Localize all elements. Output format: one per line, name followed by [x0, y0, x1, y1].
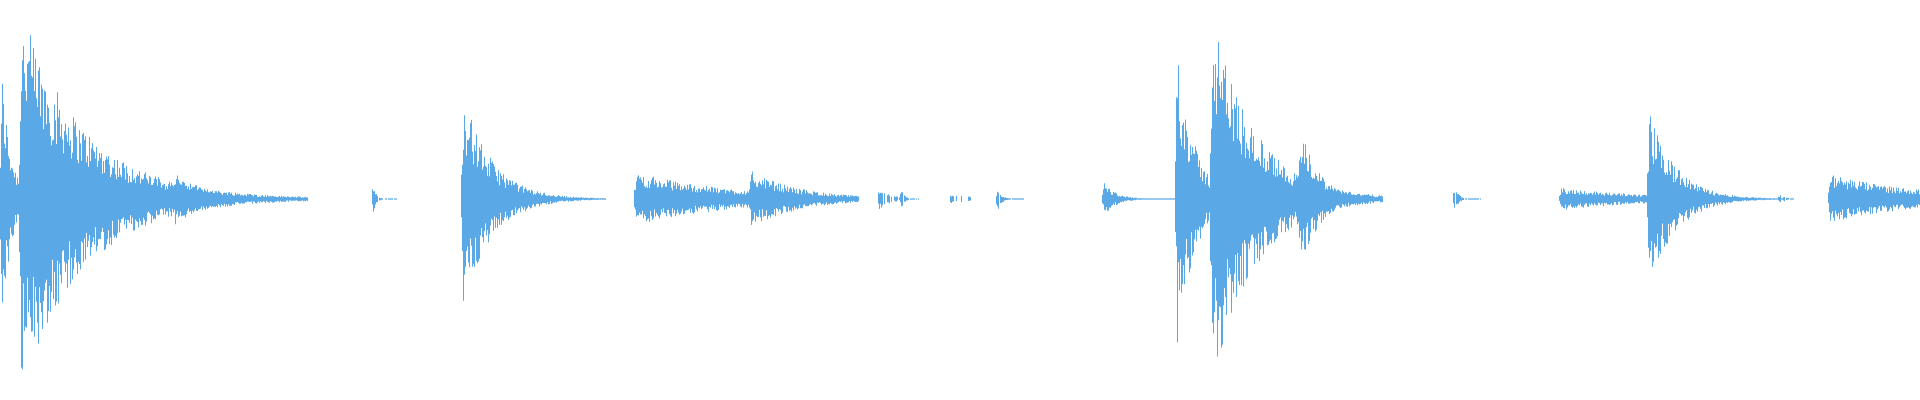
waveform-segment-10	[996, 191, 1024, 209]
waveform-segment-5	[634, 175, 754, 222]
waveform-segment-7	[878, 192, 902, 209]
waveform-segment-17	[1647, 116, 1783, 267]
waveform-segment-16	[1559, 188, 1648, 210]
waveform-segment-19	[1828, 175, 1920, 221]
waveform-segment-9	[950, 195, 971, 203]
waveform-segment-0	[0, 83, 20, 303]
waveform-segment-11	[1102, 183, 1176, 211]
waveform-segment-18	[1778, 195, 1794, 203]
waveform-segment-1	[19, 35, 308, 370]
waveform-segment-15	[1453, 192, 1481, 208]
waveform-segment-4	[461, 115, 606, 301]
waveform-segment-8	[900, 192, 919, 207]
waveform-segment-6	[749, 171, 859, 225]
waveform-segment-2	[173, 175, 260, 225]
waveform-segment-3	[372, 189, 397, 212]
waveform-segments	[0, 35, 1920, 370]
waveform-segment-14	[1298, 143, 1368, 250]
waveform-segment-12	[1175, 65, 1211, 343]
